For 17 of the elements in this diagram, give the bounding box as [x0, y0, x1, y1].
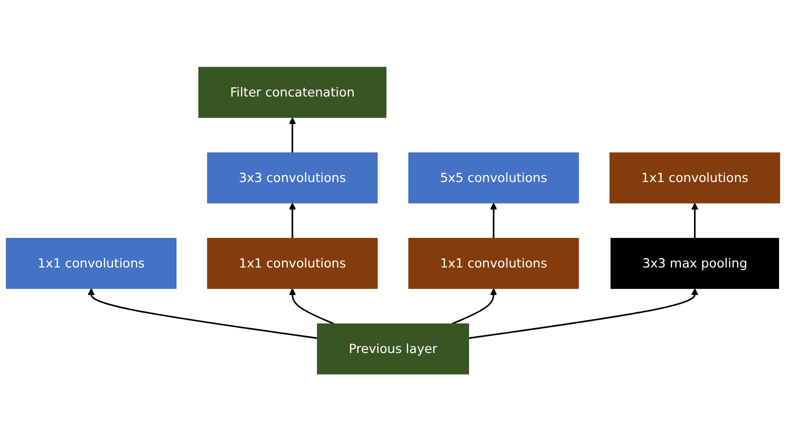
node-box: 5x5 convolutions: [408, 152, 579, 204]
arrow: [691, 202, 698, 238]
node-box: 1x1 convolutions: [6, 238, 176, 289]
node-box: Filter concatenation: [198, 66, 386, 118]
arrow: [468, 288, 698, 339]
node-box: 1x1 convolutions: [207, 238, 378, 289]
node-box: 3x3 convolutions: [207, 152, 378, 204]
node-box: 1x1 convolutions: [610, 152, 780, 204]
arrow: [490, 202, 498, 238]
arrow: [452, 288, 498, 324]
node-box: 3x3 max pooling: [610, 238, 780, 289]
arrow: [88, 288, 318, 339]
arrow: [288, 117, 296, 153]
node-box: Previous layer: [316, 323, 470, 374]
arrow: [288, 288, 334, 324]
node-box: 1x1 convolutions: [408, 238, 579, 289]
arrow: [288, 202, 296, 238]
